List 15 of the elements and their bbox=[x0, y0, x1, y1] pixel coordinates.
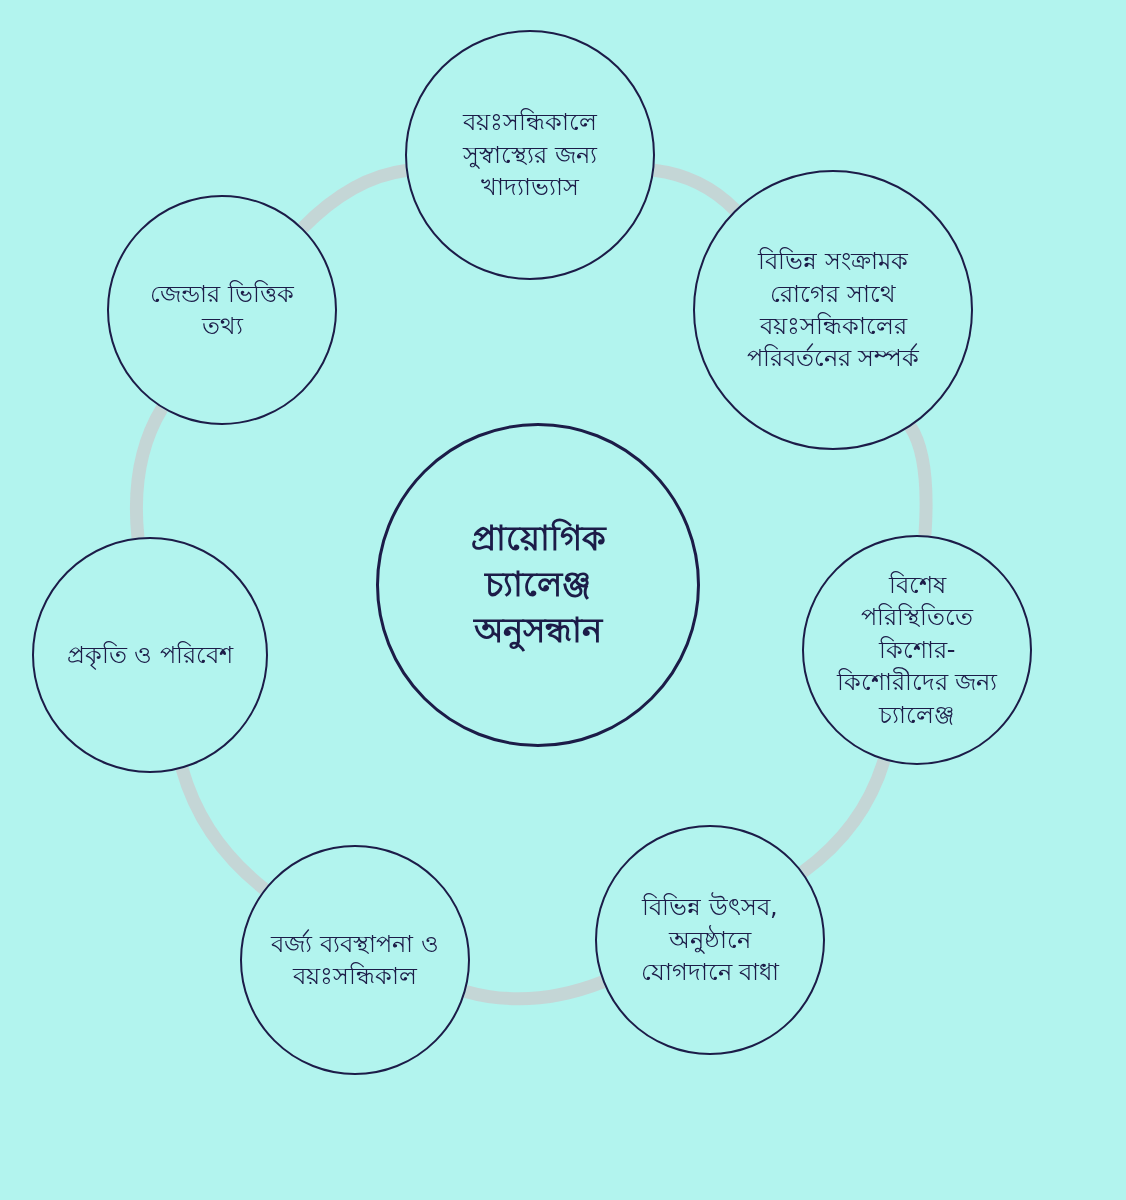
ring-connector bbox=[129, 405, 168, 539]
central-circle: প্রায়োগিক চ্যালেঞ্জ অনুসন্ধান bbox=[376, 423, 700, 747]
topic-circle: বর্জ্য ব্যবস্থাপনা ও বয়ঃসন্ধিকাল bbox=[240, 845, 470, 1075]
ring-connector bbox=[298, 164, 407, 233]
topic-circle: বিশেষ পরিস্থিতিতে কিশোর-কিশোরীদের জন্য চ্যালেঞ্জ bbox=[802, 535, 1032, 765]
topic-circle: বিভিন্ন উৎসব, অনুষ্ঠানে যোগদানে বাধা bbox=[595, 825, 825, 1055]
ring-connector bbox=[175, 766, 269, 895]
topic-circle: বিভিন্ন সংক্রামক রোগের সাথে বয়ঃসন্ধিকালের পরিবর্তনের সম্পর্ক bbox=[693, 170, 973, 450]
topic-circle: জেন্ডার ভিত্তিক তথ্য bbox=[107, 195, 337, 425]
ring-connector bbox=[904, 423, 933, 536]
topic-circle: বয়ঃসন্ধিকালে সুস্বাস্থ্যের জন্য খাদ্যাভ্যাস bbox=[405, 30, 655, 280]
ring-connector bbox=[798, 758, 891, 878]
topic-circle: প্রকৃতি ও পরিবেশ bbox=[32, 537, 268, 773]
ring-connector bbox=[653, 163, 740, 215]
ring-connector bbox=[464, 975, 606, 1006]
